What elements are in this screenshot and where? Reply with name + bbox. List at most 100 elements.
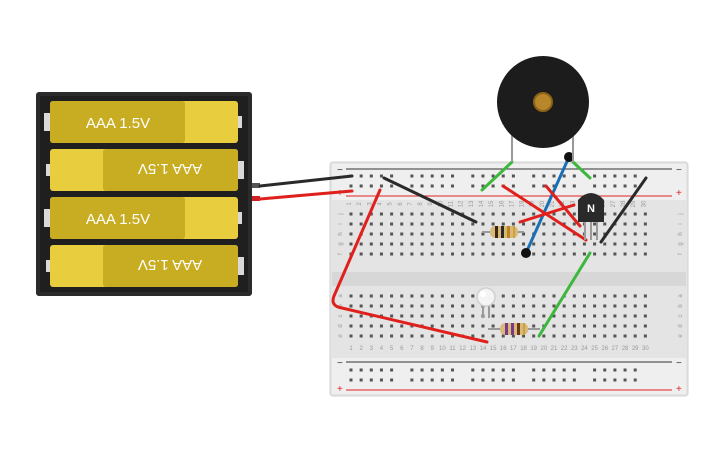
terminal-hole[interactable] (501, 304, 505, 308)
terminal-hole[interactable] (420, 334, 424, 338)
rail-hole[interactable] (542, 378, 546, 382)
rail-hole[interactable] (369, 368, 373, 372)
terminal-hole[interactable] (532, 242, 536, 246)
terminal-hole[interactable] (491, 334, 495, 338)
terminal-hole[interactable] (410, 212, 414, 216)
terminal-hole[interactable] (400, 252, 404, 256)
rail-hole[interactable] (430, 368, 434, 372)
terminal-hole[interactable] (542, 334, 546, 338)
terminal-hole[interactable] (369, 252, 373, 256)
rail-hole[interactable] (481, 184, 485, 188)
terminal-hole[interactable] (471, 324, 475, 328)
terminal-hole[interactable] (491, 242, 495, 246)
terminal-hole[interactable] (349, 212, 353, 216)
rail-hole[interactable] (471, 174, 475, 178)
terminal-hole[interactable] (461, 242, 465, 246)
rail-hole[interactable] (379, 184, 383, 188)
rail-hole[interactable] (603, 368, 607, 372)
terminal-hole[interactable] (552, 314, 556, 318)
terminal-hole[interactable] (481, 242, 485, 246)
terminal-hole[interactable] (461, 232, 465, 236)
rail-hole[interactable] (481, 368, 485, 372)
terminal-hole[interactable] (613, 212, 617, 216)
terminal-hole[interactable] (532, 314, 536, 318)
led[interactable] (476, 287, 496, 318)
terminal-hole[interactable] (511, 314, 515, 318)
terminal-hole[interactable] (481, 212, 485, 216)
terminal-hole[interactable] (359, 294, 363, 298)
terminal-hole[interactable] (481, 232, 485, 236)
terminal-hole[interactable] (572, 324, 576, 328)
terminal-hole[interactable] (623, 222, 627, 226)
rail-hole[interactable] (542, 368, 546, 372)
terminal-hole[interactable] (643, 252, 647, 256)
terminal-hole[interactable] (491, 212, 495, 216)
terminal-hole[interactable] (643, 222, 647, 226)
terminal-hole[interactable] (593, 242, 597, 246)
terminal-hole[interactable] (359, 314, 363, 318)
buzzer-lead-end[interactable] (564, 152, 574, 162)
terminal-hole[interactable] (593, 334, 597, 338)
terminal-hole[interactable] (633, 304, 637, 308)
terminal-hole[interactable] (471, 212, 475, 216)
rail-hole[interactable] (369, 378, 373, 382)
terminal-hole[interactable] (643, 232, 647, 236)
rail-hole[interactable] (613, 174, 617, 178)
rail-hole[interactable] (613, 368, 617, 372)
rail-hole[interactable] (491, 184, 495, 188)
rail-hole[interactable] (501, 368, 505, 372)
terminal-hole[interactable] (522, 222, 526, 226)
rail-hole[interactable] (420, 368, 424, 372)
terminal-hole[interactable] (593, 222, 597, 226)
rail-hole[interactable] (633, 368, 637, 372)
terminal-hole[interactable] (623, 324, 627, 328)
rail-hole[interactable] (511, 378, 515, 382)
terminal-hole[interactable] (572, 294, 576, 298)
terminal-hole[interactable] (562, 324, 566, 328)
terminal-hole[interactable] (552, 212, 556, 216)
wires[interactable] (258, 155, 648, 344)
terminal-hole[interactable] (501, 212, 505, 216)
terminal-hole[interactable] (400, 334, 404, 338)
terminal-hole[interactable] (562, 314, 566, 318)
terminal-hole[interactable] (501, 294, 505, 298)
rail-hole[interactable] (532, 184, 536, 188)
terminal-hole[interactable] (522, 212, 526, 216)
rail-hole[interactable] (430, 184, 434, 188)
terminal-hole[interactable] (511, 212, 515, 216)
terminal-hole[interactable] (582, 294, 586, 298)
rail-hole[interactable] (593, 184, 597, 188)
terminal-hole[interactable] (369, 294, 373, 298)
terminal-hole[interactable] (349, 324, 353, 328)
terminal-hole[interactable] (420, 232, 424, 236)
rail-hole[interactable] (623, 184, 627, 188)
terminal-hole[interactable] (349, 294, 353, 298)
rail-hole[interactable] (440, 378, 444, 382)
rail-hole[interactable] (379, 378, 383, 382)
terminal-hole[interactable] (451, 242, 454, 246)
terminal-hole[interactable] (379, 222, 383, 226)
rail-hole[interactable] (369, 184, 373, 188)
terminal-hole[interactable] (410, 242, 414, 246)
terminal-hole[interactable] (562, 304, 566, 308)
terminal-hole[interactable] (430, 294, 434, 298)
rail-hole[interactable] (532, 174, 536, 178)
rail-hole[interactable] (633, 184, 637, 188)
terminal-hole[interactable] (633, 242, 637, 246)
rail-hole[interactable] (359, 184, 363, 188)
rail-hole[interactable] (593, 174, 597, 178)
rail-hole[interactable] (623, 174, 627, 178)
terminal-hole[interactable] (440, 304, 444, 308)
terminal-hole[interactable] (582, 334, 586, 338)
terminal-hole[interactable] (400, 314, 404, 318)
terminal-hole[interactable] (440, 242, 444, 246)
terminal-hole[interactable] (440, 324, 444, 328)
battery-pack[interactable]: AAA 1.5V AAA 1.5V AAA 1.5V AAA 1.5V (36, 92, 260, 296)
terminal-hole[interactable] (511, 242, 515, 246)
terminal-hole[interactable] (522, 242, 526, 246)
terminal-hole[interactable] (603, 334, 607, 338)
terminal-hole[interactable] (633, 252, 637, 256)
terminal-hole[interactable] (390, 232, 394, 236)
terminal-hole[interactable] (369, 304, 373, 308)
terminal-hole[interactable] (451, 304, 454, 308)
